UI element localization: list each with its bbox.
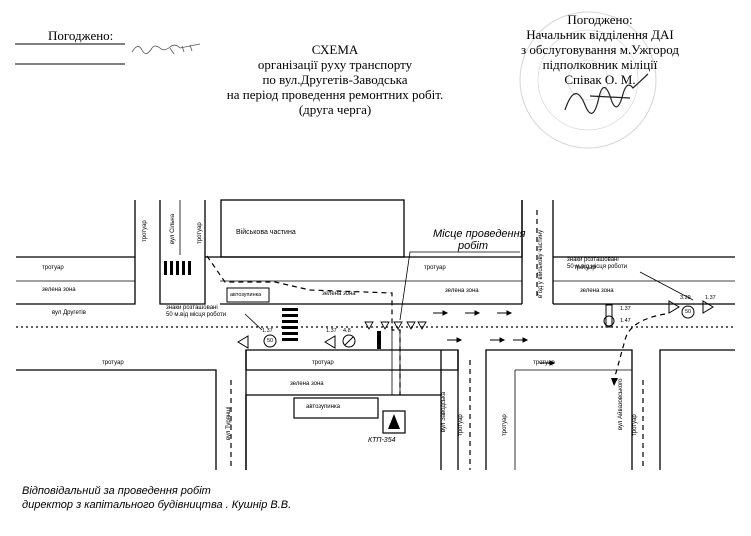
title-block: СХЕМА організації руху транспорту по вул… bbox=[170, 42, 500, 117]
sign-code-137-mid: 1.37 bbox=[326, 328, 337, 334]
sidewalk-label-1: тротуар bbox=[42, 265, 64, 271]
green-zone-label-5: зелена зона bbox=[290, 381, 324, 387]
title-line-3: по вул.Другетів-Заводська bbox=[262, 72, 408, 87]
green-zone-label-3: зелена зона bbox=[445, 288, 479, 294]
footer-line-1: Відповідальний за проведення робіт bbox=[22, 485, 211, 497]
sign-code-48: 4.8 bbox=[343, 328, 351, 334]
parking-south-label: автозупинка bbox=[306, 404, 341, 410]
green-zone-label-1: зелена зона bbox=[42, 287, 76, 293]
work-trench bbox=[206, 255, 401, 395]
street-ayvazovskoho-label: вул Айвазовського bbox=[618, 378, 624, 430]
green-zone-label-4: зелена зона bbox=[580, 288, 614, 294]
sign-code-137-pole: 1.37 bbox=[620, 306, 631, 312]
right-approval-5: Співак О. М. bbox=[564, 72, 636, 87]
title-line-1: СХЕМА bbox=[311, 42, 359, 57]
sign-limit-50-left: 50 bbox=[267, 338, 274, 344]
title-line-5: (друга черга) bbox=[298, 102, 372, 117]
parking-north bbox=[226, 287, 270, 303]
signs-note-left: знаки розташовані 50 м.від місця роботи bbox=[166, 305, 226, 319]
right-approval-block: Погоджено: Начальник відділення ДАІ з об… bbox=[500, 12, 700, 87]
sign-code-147: 1.47 bbox=[620, 318, 631, 324]
right-approval-1: Погоджено: bbox=[567, 12, 633, 27]
official-stamp bbox=[519, 11, 657, 149]
sidewalk-label-5: тротуар bbox=[312, 360, 334, 366]
work-site-line-2: робіт bbox=[457, 240, 489, 252]
military-unit-building bbox=[220, 199, 405, 258]
green-zone-label-2: зелена зона bbox=[322, 291, 356, 297]
direction-arrows bbox=[433, 310, 556, 366]
sidewalk-label-v3: тротуар bbox=[458, 414, 464, 436]
sidewalk-label-4: тротуар bbox=[102, 360, 124, 366]
left-signature bbox=[131, 43, 201, 55]
work-site-line-1: Місце проведення bbox=[433, 228, 526, 240]
street-druhetiv-label: вул Другетів bbox=[52, 310, 86, 316]
sidewalk-label-v1: тротуар bbox=[142, 220, 148, 242]
right-approval-2: Начальник відділення ДАІ bbox=[526, 27, 674, 42]
signs-note-right-1: знаки розташовані bbox=[567, 257, 619, 263]
street-silna-label: вул Сільна bbox=[170, 213, 176, 244]
title-line-2: організації руху транспорту bbox=[257, 57, 413, 72]
substation-box bbox=[382, 410, 406, 434]
title-line-4: на період проведення ремонтних робіт. bbox=[226, 87, 444, 102]
signs-left bbox=[237, 334, 356, 349]
substation-label: КТП-354 bbox=[368, 437, 396, 444]
sign-code-137-right: 1.37 bbox=[705, 295, 716, 301]
sidewalk-label-v5: тротуар bbox=[632, 414, 638, 436]
sidewalk-label-6: тротуар bbox=[533, 360, 555, 366]
right-signature bbox=[564, 73, 649, 114]
signs-note-right-2: 50 м.від місця роботи bbox=[567, 264, 628, 270]
sidewalk-label-v4: тротуар bbox=[502, 414, 508, 436]
military-passage-label: в'їзд у військову частину bbox=[538, 229, 544, 298]
diversion-arrow bbox=[613, 313, 666, 381]
right-approval-4: підполковник міліції bbox=[542, 57, 658, 72]
work-site-label: Місце проведення робіт bbox=[433, 228, 526, 252]
street-zavodska-label: вул Заводська bbox=[441, 391, 447, 432]
sidewalk-label-3: тротуар bbox=[574, 265, 596, 271]
crosswalk-main bbox=[282, 308, 298, 341]
barrier-triangles bbox=[364, 321, 427, 330]
sidewalk-label-v2: тротуар bbox=[197, 222, 203, 244]
left-approval-label: Погоджено: bbox=[48, 28, 114, 43]
signs-note-left-2: 50 м.від місця роботи bbox=[166, 312, 227, 318]
street-turianytsi-label: вул Турянщі bbox=[226, 406, 232, 440]
road-edges bbox=[16, 200, 735, 470]
sign-limit-50-right: 50 bbox=[685, 309, 692, 315]
parking-south bbox=[293, 397, 379, 419]
footer-line-2: директор з капітального будівництва . Ку… bbox=[22, 499, 292, 511]
right-approval-3: з обслуговування м.Ужгород bbox=[520, 42, 680, 57]
military-unit-label: Військова частина bbox=[236, 229, 296, 236]
signs-note-right: знаки розташовані 50 м.від місця роботи bbox=[567, 257, 627, 271]
sign-code-329: 3.29 bbox=[680, 295, 691, 301]
signs-note-left-1: знаки розташовані bbox=[166, 305, 218, 311]
sign-code-137-left: 1.37 bbox=[262, 328, 273, 334]
parking-north-label: автозупинка bbox=[230, 292, 262, 298]
signs-right bbox=[603, 300, 714, 328]
sidewalk-label-2: тротуар bbox=[424, 265, 446, 271]
crosswalk-silna bbox=[164, 261, 191, 275]
